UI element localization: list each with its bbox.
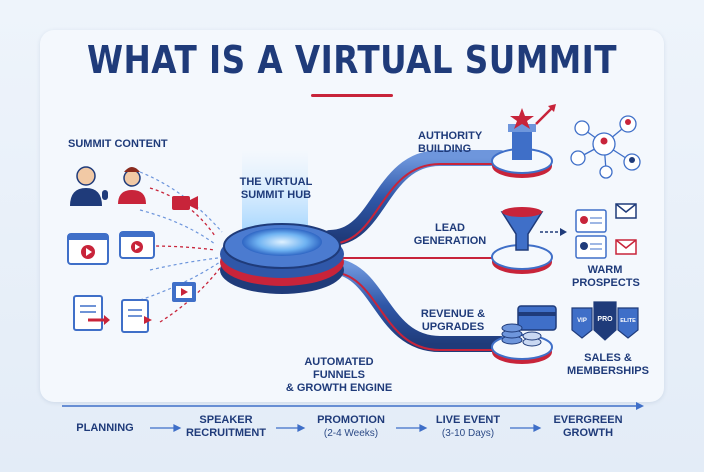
promotion-line: PROMOTION: [317, 414, 385, 426]
pro-badge: [593, 301, 617, 341]
authority-platform: [491, 104, 556, 178]
lead-generation-label: LEAD GENERATION: [410, 222, 490, 248]
revenue-platform: [491, 305, 557, 364]
envelope-icon-2: [615, 239, 637, 255]
sales-line2: MEMBERSHIPS: [567, 365, 649, 377]
timeline-live-event: LIVE EVENT (3-10 Days): [426, 414, 510, 440]
summit-content-heading: SUMMIT CONTENT: [68, 138, 168, 150]
content-card: [40, 30, 664, 402]
envelope-icon-1: [615, 203, 637, 219]
live-duration: (3-10 Days): [441, 428, 495, 439]
contact-cards-icon: [575, 209, 607, 259]
incoming-arrows: [149, 187, 221, 323]
title-underline: [311, 94, 393, 97]
authority-line2: BUILDING: [418, 143, 472, 155]
elite-badge-label: ELITE: [620, 318, 636, 324]
hub-light-beam: [242, 150, 308, 236]
branch-pipes: [203, 150, 508, 352]
automated-funnels-label: AUTOMATED FUNNELS & GROWTH ENGINE: [282, 356, 396, 395]
document-icon-1: [73, 295, 110, 331]
lead-line1: LEAD: [435, 222, 465, 234]
document-icon-2: [121, 299, 152, 333]
page-title: WHAT IS A VIRTUAL SUMMIT: [87, 38, 617, 82]
speaker-person-icon-2: [118, 167, 146, 204]
camera-icon: [172, 196, 198, 210]
sales-memberships-label: SALES & MEMBERSHIPS: [566, 352, 650, 378]
timeline-planning: PLANNING: [76, 422, 134, 434]
timeline-axis: [62, 402, 644, 410]
vip-badge: [571, 307, 593, 339]
warm-line2: PROSPECTS: [572, 277, 640, 289]
promotion-duration: (2-4 Weeks): [323, 428, 379, 439]
summit-hub: [220, 223, 344, 294]
video-window-icon-1: [67, 233, 109, 265]
revenue-line2: UPGRADES: [421, 321, 485, 333]
sales-line1: SALES &: [584, 352, 632, 364]
warm-line1: WARM: [587, 264, 623, 276]
pro-badge-label: PRO: [597, 316, 613, 323]
video-window-icon-2: [119, 231, 155, 259]
revenue-line1: REVENUE &: [420, 308, 486, 320]
evergreen-line1: EVERGREEN: [553, 414, 623, 426]
speaker-line2: RECRUITMENT: [185, 427, 267, 439]
network-icon: [570, 115, 641, 179]
speaker-line1: SPEAKER: [199, 414, 253, 426]
engine-line1: AUTOMATED FUNNELS: [304, 356, 374, 381]
revenue-upgrades-label: REVENUE & UPGRADES: [412, 308, 494, 334]
vip-badge-label: VIP: [577, 318, 587, 324]
live-line: LIVE EVENT: [435, 414, 501, 426]
evergreen-line2: GROWTH: [562, 427, 614, 439]
authority-line1: AUTHORITY: [418, 130, 483, 142]
film-strip-icon: [172, 282, 196, 302]
elite-badge: [617, 307, 639, 339]
authority-building-label: AUTHORITY BUILDING: [418, 130, 482, 156]
warm-prospects-label: WARM PROSPECTS: [572, 264, 640, 290]
hub-label-line2: SUMMIT HUB: [240, 189, 312, 201]
engine-line2: & GROWTH ENGINE: [285, 382, 393, 394]
timeline-evergreen-growth: EVERGREEN GROWTH: [546, 414, 630, 440]
hub-label: THE VIRTUAL SUMMIT HUB: [232, 176, 320, 202]
timeline-speaker-recruitment: SPEAKER RECRUITMENT: [178, 414, 274, 440]
timeline-arrows: [150, 424, 542, 432]
speaker-person-icon-1: [70, 166, 108, 206]
lead-platform: [491, 207, 567, 274]
hub-label-line1: THE VIRTUAL: [239, 176, 313, 188]
lead-line2: GENERATION: [413, 235, 487, 247]
timeline-promotion: PROMOTION (2-4 Weeks): [306, 414, 396, 440]
